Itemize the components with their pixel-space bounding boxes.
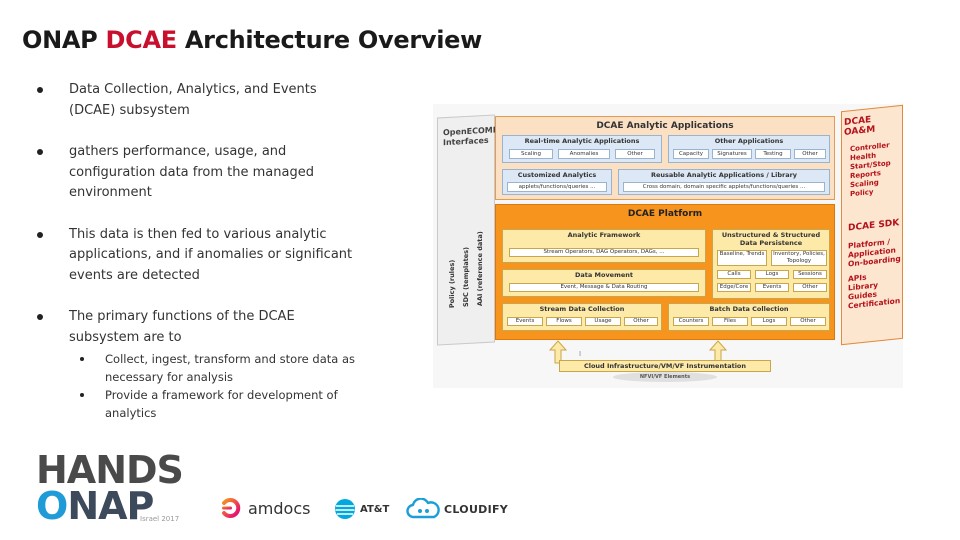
- sdk-title: DCAE SDK: [848, 218, 900, 234]
- analytic-framework-box: Analytic Framework Stream Operators, DAG…: [502, 229, 706, 263]
- batch-collection-box: Batch Data Collection Counters Files Log…: [668, 303, 830, 331]
- stream-chip: Flows: [546, 317, 582, 326]
- data-movement-box: Data Movement Event, Message & Data Rout…: [502, 269, 706, 297]
- slide-title: ONAP DCAE Architecture Overview: [22, 26, 482, 54]
- app-chip: Testing: [755, 149, 791, 159]
- persistence-chip: Other: [793, 283, 827, 292]
- sub-bullet-list: Collect, ingest, transform and store dat…: [36, 350, 366, 422]
- att-logo: AT&T: [334, 498, 389, 520]
- onap-rest: NAP: [67, 484, 154, 528]
- oam-title: DCAE OA&M: [844, 115, 876, 138]
- amdocs-wordmark: amdocs: [248, 498, 311, 518]
- persistence-chip: Edge/Core: [717, 283, 751, 292]
- persistence-chip: Events: [755, 283, 789, 292]
- analytic-applications-box: DCAE Analytic Applications Real-time Ana…: [495, 116, 835, 200]
- stream-chip: Other: [624, 317, 658, 326]
- bullet-list: Data Collection, Analytics, and Events (…: [36, 80, 366, 422]
- att-wordmark: AT&T: [360, 503, 390, 515]
- title-part1: ONAP: [22, 26, 106, 54]
- dcae-oam-panel: DCAE OA&M Controller Health Start/Stop R…: [841, 104, 903, 346]
- cloudify-wordmark: CLOUDIFY: [444, 502, 509, 516]
- other-apps-group: Other Applications Capacity Signatures T…: [668, 135, 830, 163]
- persistence-chip: Calls: [717, 270, 751, 279]
- analytic-framework-title: Analytic Framework: [567, 231, 641, 239]
- oam-list: Controller Health Start/Stop Reports Sca…: [850, 141, 891, 199]
- analytic-framework-sub: Stream Operators, DAG Operators, DAGs, .…: [509, 248, 699, 257]
- stream-chip: Events: [507, 317, 543, 326]
- platform-title: DCAE Platform: [627, 209, 703, 219]
- stream-chip: Usage: [585, 317, 621, 326]
- data-movement-title: Data Movement: [574, 271, 634, 279]
- batch-chip: Other: [790, 317, 826, 326]
- bullet-text: The primary functions of the DCAE subsys…: [69, 309, 295, 345]
- att-globe-icon: [335, 499, 355, 519]
- onap-o-letter: O: [36, 484, 68, 528]
- customized-title: Customized Analytics: [517, 171, 597, 179]
- dcae-platform-box: DCAE Platform Analytic Framework Stream …: [495, 204, 835, 340]
- openecomp-interfaces-panel: OpenECOMP Interfaces Policy (rules) SDC …: [437, 114, 499, 346]
- nfvi-elements: NFVI/VF Elements: [613, 372, 717, 382]
- batch-chip: Logs: [751, 317, 787, 326]
- amdocs-mark-icon: [222, 498, 241, 518]
- amdocs-logo: amdocs: [220, 497, 310, 519]
- persistence-chip: Baseline, Trends: [717, 250, 767, 266]
- israel-2017-label: Israel 2017: [140, 515, 180, 523]
- dcae-architecture-diagram: OpenECOMP Interfaces Policy (rules) SDC …: [433, 104, 903, 388]
- persistence-chip: Sessions: [793, 270, 827, 279]
- app-chip: Scaling: [509, 149, 553, 159]
- cloud-infrastructure-bar: Cloud Infrastructure/VM/VF Instrumentati…: [559, 360, 771, 372]
- bullet-item: The primary functions of the DCAE subsys…: [36, 307, 366, 348]
- reusable-analytics-group: Reusable Analytic Applications / Library…: [618, 169, 830, 195]
- persistence-chip: Inventory, Policies, Topology: [771, 250, 827, 266]
- batch-chip: Counters: [673, 317, 709, 326]
- sub-bullet-item: Collect, ingest, transform and store dat…: [36, 350, 366, 386]
- app-chip: Anomalies: [558, 149, 610, 159]
- aai-label: AAI (reference data): [476, 231, 484, 307]
- customized-analytics-group: Customized Analytics applets/functions/q…: [502, 169, 612, 195]
- app-chip: Signatures: [712, 149, 752, 159]
- customized-sub: applets/functions/queries ...: [507, 182, 607, 192]
- batch-chip: Files: [712, 317, 748, 326]
- persistence-chip: Logs: [755, 270, 789, 279]
- hands-logo-line1: HANDS: [36, 448, 184, 492]
- realtime-apps-title: Real-time Analytic Applications: [524, 137, 640, 145]
- app-chip: Capacity: [673, 149, 709, 159]
- openecomp-title: OpenECOMP Interfaces: [443, 125, 499, 148]
- batch-title: Batch Data Collection: [709, 305, 789, 313]
- cloudify-logo: CLOUDIFY: [406, 498, 508, 520]
- app-chip: Other: [794, 149, 826, 159]
- reusable-title: Reusable Analytic Applications / Library: [650, 171, 798, 179]
- app-chip: Other: [615, 149, 655, 159]
- other-apps-title: Other Applications: [714, 137, 784, 145]
- sub-bullet-item: Provide a framework for development of a…: [36, 386, 366, 422]
- title-accent: DCAE: [105, 26, 178, 54]
- upload-arrow-icon: [549, 340, 567, 364]
- cloudify-cloud-icon: [406, 498, 440, 519]
- bullet-item: gathers performance, usage, and configur…: [36, 142, 366, 204]
- text-cursor-icon: I: [579, 350, 582, 358]
- data-persistence-box: Unstructured & Structured Data Persisten…: [712, 229, 830, 299]
- sdc-label: SDC (templates): [462, 246, 470, 308]
- sdk-list: Platform / Application On-boarding APIs …: [848, 236, 901, 310]
- hands-onap-logo: HANDS ONAP: [36, 448, 184, 525]
- data-movement-sub: Event, Message & Data Routing: [509, 283, 699, 292]
- hands-logo-line2: ONAP: [36, 487, 183, 525]
- title-part2: Architecture Overview: [176, 26, 483, 54]
- policy-label: Policy (rules): [448, 259, 456, 308]
- realtime-apps-group: Real-time Analytic Applications Scaling …: [502, 135, 662, 163]
- stream-title: Stream Data Collection: [539, 305, 625, 313]
- reusable-sub: Cross domain, domain specific applets/fu…: [623, 182, 825, 192]
- bullet-item: This data is then fed to various analyti…: [36, 225, 366, 287]
- stream-collection-box: Stream Data Collection Events Flows Usag…: [502, 303, 662, 331]
- persistence-title: Unstructured & Structured Data Persisten…: [721, 231, 821, 247]
- apps-title: DCAE Analytic Applications: [596, 121, 734, 131]
- bullet-item: Data Collection, Analytics, and Events (…: [36, 80, 366, 121]
- openecomp-line2: Interfaces: [443, 135, 489, 148]
